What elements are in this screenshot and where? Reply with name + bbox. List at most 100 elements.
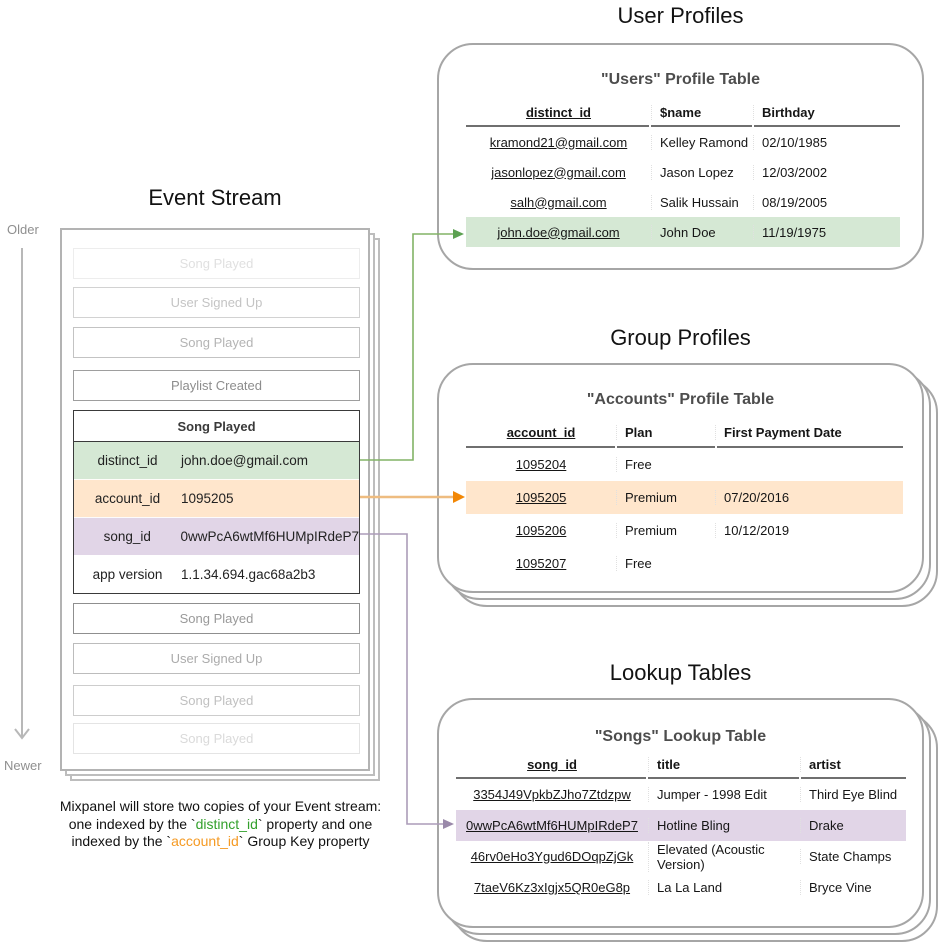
table-row-highlighted: john.doe@gmail.com John Doe 11/19/1975: [466, 217, 900, 247]
timeline-arrowhead-icon: [14, 728, 30, 740]
event-box: Song Played: [73, 248, 360, 279]
caption-line2-post: ` property and one: [257, 815, 373, 832]
column-header: Birthday: [753, 104, 900, 120]
table-row: jasonlopez@gmail.com Jason Lopez 12/03/2…: [466, 157, 900, 187]
table-header-row: song_id title artist: [456, 752, 906, 777]
cell-title: Elevated (Acoustic Version): [648, 841, 800, 872]
event-stream-title: Event Stream: [148, 185, 282, 210]
cell-birthday: 02/10/1985: [753, 134, 900, 150]
column-header: artist: [800, 757, 906, 772]
cell-birthday: 12/03/2002: [753, 164, 900, 180]
songs-table: song_id title artist 3354J49VpkbZJho7Ztd…: [456, 752, 907, 903]
event-property-distinct-id: distinct_id john.doe@gmail.com: [74, 442, 359, 479]
property-value: 1.1.34.694.gac68a2b3: [181, 567, 316, 582]
cell-plan: Free: [616, 457, 715, 472]
event-box: Song Played: [73, 603, 360, 634]
diagram-caption: Mixpanel will store two copies of your E…: [28, 798, 413, 851]
table-row: 1095206 Premium 10/12/2019: [466, 514, 903, 547]
column-header: $name: [651, 104, 753, 120]
group-profiles-title: Group Profiles: [610, 325, 751, 350]
users-table: distinct_id $name Birthday kramond21@gma…: [466, 99, 900, 247]
table-row: 7taeV6Kz3xIgjx5QR0eG8p La La Land Bryce …: [456, 872, 906, 903]
event-box: Song Played: [73, 723, 360, 754]
cell-name: Kelley Ramond: [651, 134, 753, 150]
cell-plan: Premium: [616, 523, 715, 538]
cell-distinct-id: john.doe@gmail.com: [497, 224, 620, 240]
table-row-highlighted: 0wwPcA6wtMf6HUMpIRdeP7 Hotline Bling Dra…: [456, 810, 906, 841]
event-property-app-version: app version 1.1.34.694.gac68a2b3: [74, 555, 359, 593]
user-profiles-title: User Profiles: [617, 3, 744, 28]
event-box: Playlist Created: [73, 370, 360, 401]
cell-song-id: 7taeV6Kz3xIgjx5QR0eG8p: [473, 880, 631, 895]
selected-event-title: Song Played: [74, 411, 359, 442]
caption-line3-post: ` Group Key property: [238, 833, 370, 849]
table-row: 1095207 Free: [466, 547, 903, 580]
header-divider: [456, 777, 907, 779]
property-key: distinct_id: [97, 453, 158, 468]
cell-name: Salik Hussain: [651, 194, 753, 210]
property-key: app version: [92, 567, 163, 582]
selected-event-card: Song Played distinct_id john.doe@gmail.c…: [73, 410, 360, 594]
property-value: john.doe@gmail.com: [181, 453, 309, 468]
cell-account-id: 1095204: [515, 457, 567, 472]
cell-birthday: 11/19/1975: [753, 224, 900, 240]
cell-first-payment-date: 07/20/2016: [715, 490, 903, 505]
cell-artist: State Champs: [800, 849, 906, 864]
event-box: Song Played: [73, 327, 360, 358]
column-header: title: [648, 757, 800, 772]
cell-artist: Third Eye Blind: [800, 787, 906, 802]
caption-account-id: account_id: [171, 833, 239, 849]
column-header: account_id: [506, 424, 576, 440]
column-header: First Payment Date: [715, 424, 903, 440]
cell-name: John Doe: [651, 224, 753, 240]
table-row: 3354J49VpkbZJho7Ztdzpw Jumper - 1998 Edi…: [456, 779, 906, 810]
cell-artist: Drake: [800, 818, 906, 833]
event-box: Song Played: [73, 685, 360, 716]
event-property-account-id: account_id 1095205: [74, 479, 359, 517]
caption-line3-pre: indexed by the `: [71, 833, 172, 849]
table-row-highlighted: 1095205 Premium 07/20/2016: [466, 481, 903, 514]
table-row: 46rv0eHo3Ygud6DOqpZjGk Elevated (Acousti…: [456, 841, 906, 872]
accounts-table-title: "Accounts" Profile Table: [586, 391, 775, 408]
property-key: account_id: [94, 491, 161, 506]
cell-plan: Premium: [616, 490, 715, 505]
cell-title: Jumper - 1998 Edit: [648, 787, 800, 802]
newer-label: Newer: [4, 758, 42, 773]
cell-distinct-id: salh@gmail.com: [510, 194, 607, 210]
cell-account-id: 1095205: [515, 490, 567, 505]
cell-plan: Free: [616, 556, 715, 571]
event-property-song-id: song_id 0wwPcA6wtMf6HUMpIRdeP7: [74, 517, 359, 555]
cell-song-id: 0wwPcA6wtMf6HUMpIRdeP7: [466, 818, 638, 833]
lookup-tables-title: Lookup Tables: [609, 660, 752, 685]
column-header: song_id: [527, 757, 577, 772]
accounts-card: [437, 363, 924, 593]
songs-table-title: "Songs" Lookup Table: [594, 728, 767, 745]
cell-first-payment-date: 10/12/2019: [715, 523, 903, 538]
table-header-row: distinct_id $name Birthday: [466, 99, 900, 125]
cell-distinct-id: jasonlopez@gmail.com: [491, 164, 626, 180]
cell-title: La La Land: [648, 880, 800, 895]
header-divider: [466, 125, 900, 127]
cell-birthday: 08/19/2005: [753, 194, 900, 210]
cell-song-id: 46rv0eHo3Ygud6DOqpZjGk: [470, 849, 634, 864]
accounts-table: account_id Plan First Payment Date 10952…: [466, 418, 903, 580]
caption-line2-pre: one indexed by the `: [68, 815, 196, 832]
header-divider: [466, 446, 903, 448]
table-row: kramond21@gmail.com Kelley Ramond 02/10/…: [466, 127, 900, 157]
cell-song-id: 3354J49VpkbZJho7Ztdzpw: [473, 787, 631, 802]
cell-name: Jason Lopez: [651, 164, 753, 180]
event-box: User Signed Up: [73, 287, 360, 318]
cell-title: Hotline Bling: [648, 818, 800, 833]
cell-account-id: 1095206: [515, 523, 567, 538]
caption-line1: Mixpanel will store two copies of your E…: [59, 798, 382, 814]
cell-account-id: 1095207: [515, 556, 567, 571]
property-value: 1095205: [181, 491, 234, 506]
table-row: 1095204 Free: [466, 448, 903, 481]
table-header-row: account_id Plan First Payment Date: [466, 418, 903, 446]
column-header: Plan: [616, 424, 715, 440]
cell-artist: Bryce Vine: [800, 880, 906, 895]
table-row: salh@gmail.com Salik Hussain 08/19/2005: [466, 187, 900, 217]
cell-distinct-id: kramond21@gmail.com: [489, 134, 628, 150]
event-box: User Signed Up: [73, 643, 360, 674]
